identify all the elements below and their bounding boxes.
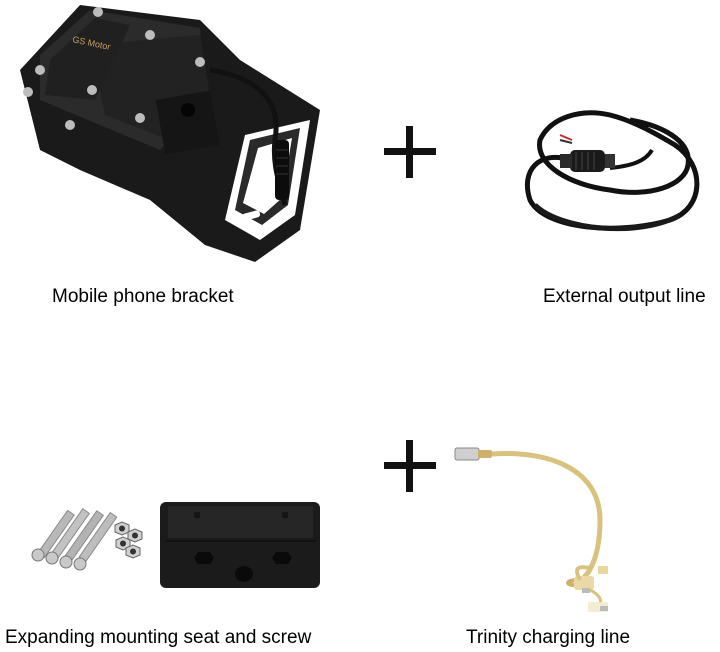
external-output-cable-image <box>510 90 710 240</box>
phone-bracket-image: GS Motor <box>10 0 330 265</box>
mounting-seat-image <box>158 500 323 592</box>
mobile-phone-bracket-caption: Mobile phone bracket <box>52 286 234 307</box>
plus-separator-top <box>382 124 438 180</box>
trinity-charging-line-caption: Trinity charging line <box>466 627 631 648</box>
plus-separator-bottom <box>382 438 438 494</box>
screws-and-nuts-image <box>30 500 145 580</box>
expanding-mounting-seat-caption: Expanding mounting seat and screw <box>5 627 312 648</box>
external-output-line-caption: External output line <box>543 286 706 307</box>
trinity-charging-cable-image <box>450 440 610 630</box>
